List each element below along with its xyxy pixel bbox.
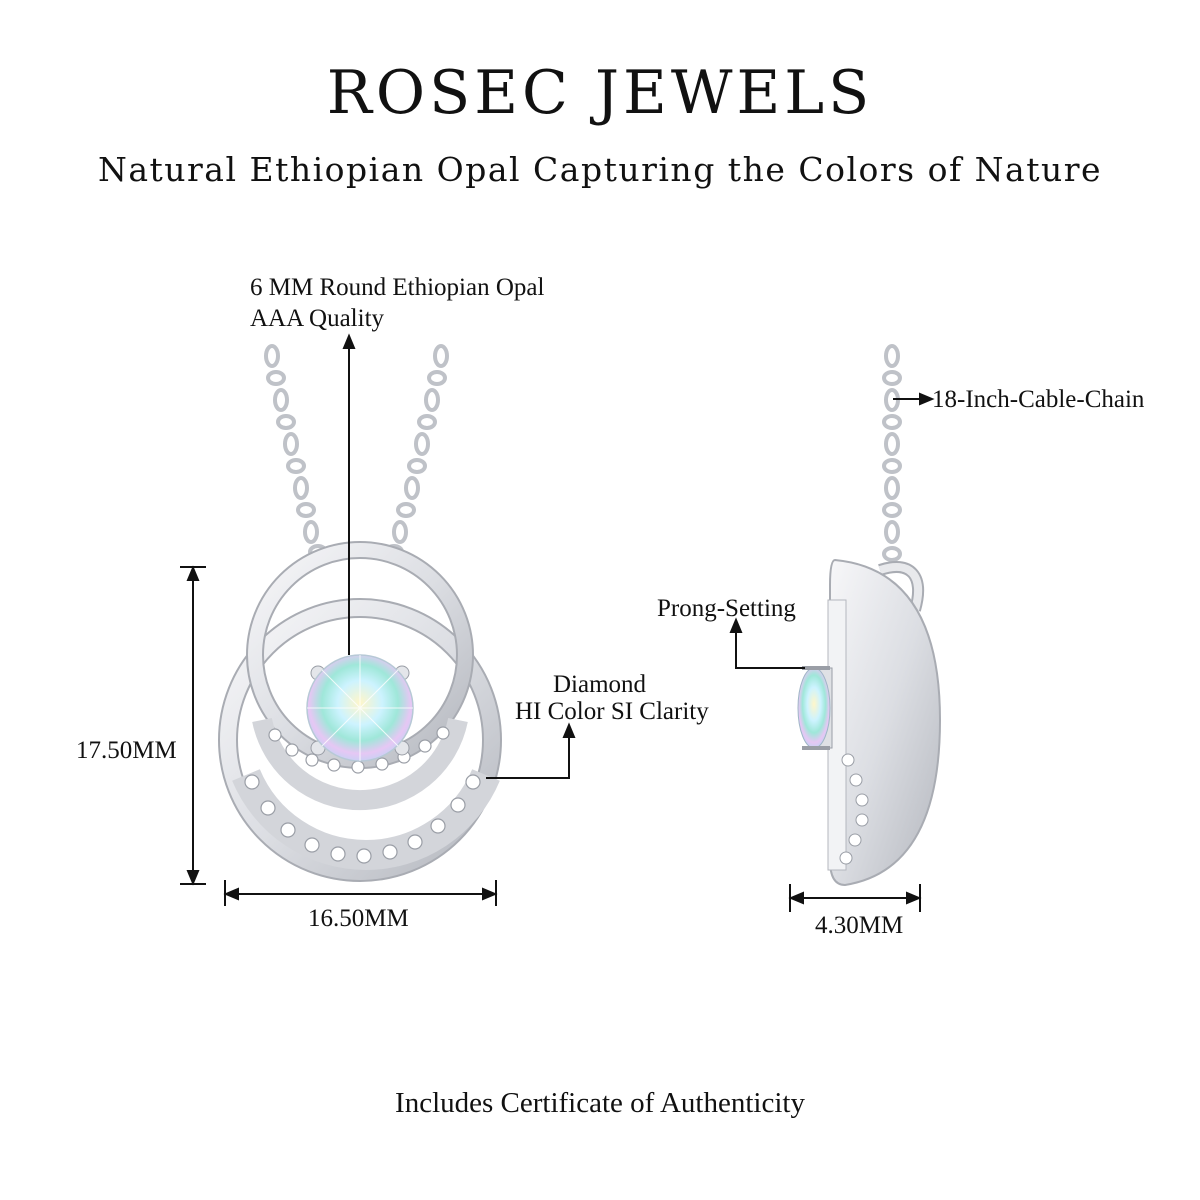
side-pendant [797,558,942,887]
tagline: Natural Ethiopian Opal Capturing the Col… [97,150,1103,189]
chain-callout: 18-Inch-Cable-Chain [932,386,1145,413]
stone-callout-line2: AAA Quality [250,305,385,332]
stone-callout-line1: 6 MM Round Ethiopian Opal [250,274,545,301]
certificate-note: Includes Certificate of Authenticity [395,1087,805,1119]
height-dimension-label: 17.50MM [76,737,177,764]
prong-callout: Prong-Setting [657,595,796,622]
front-pendant [218,541,502,882]
diamond-callout-line1: Diamond [553,671,647,698]
diamond-callout-line2: HI Color SI Clarity [515,698,709,725]
front-chain [264,344,449,560]
width-dimension-label: 16.50MM [308,905,409,932]
opal-stone [306,654,414,762]
brand-title: ROSEC JEWELS [326,58,874,128]
depth-dimension-label: 4.30MM [815,912,904,939]
side-chain [882,344,902,562]
